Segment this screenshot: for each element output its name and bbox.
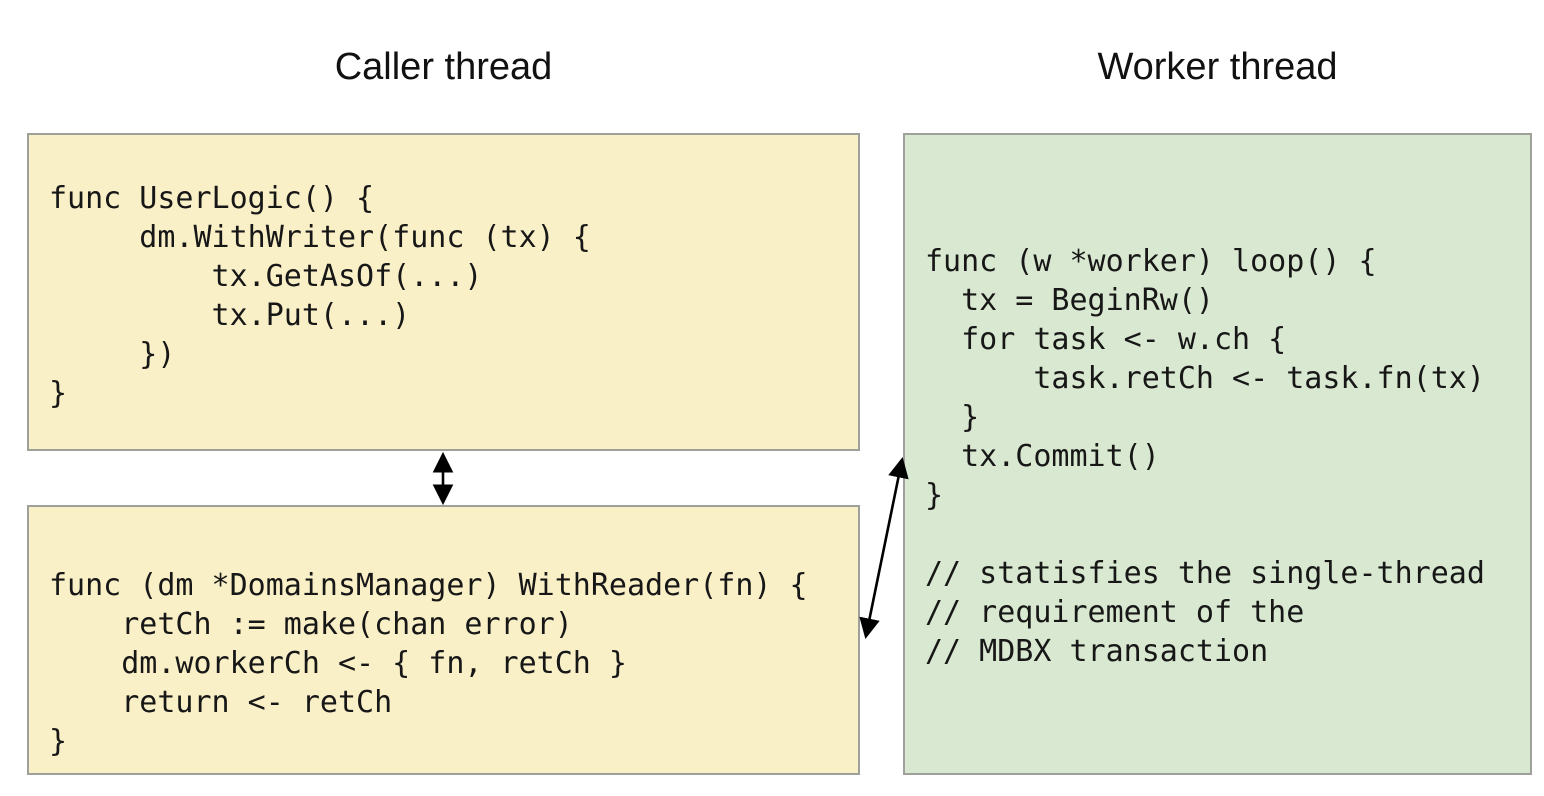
worker-thread-title: Worker thread	[1097, 46, 1338, 88]
user-logic-code: func UserLogic() { dm.WithWriter(func (t…	[49, 181, 591, 411]
with-reader-code-box: func (dm *DomainsManager) WithReader(fn)…	[27, 505, 860, 775]
reader-worker-arrow-icon	[859, 456, 909, 640]
with-reader-code: func (dm *DomainsManager) WithReader(fn)…	[49, 568, 808, 759]
worker-loop-code: func (w *worker) loop() { tx = BeginRw()…	[925, 244, 1485, 669]
user-logic-code-box: func UserLogic() { dm.WithWriter(func (t…	[27, 133, 860, 451]
worker-loop-code-box: func (w *worker) loop() { tx = BeginRw()…	[903, 133, 1532, 775]
caller-thread-title: Caller thread	[334, 46, 553, 88]
